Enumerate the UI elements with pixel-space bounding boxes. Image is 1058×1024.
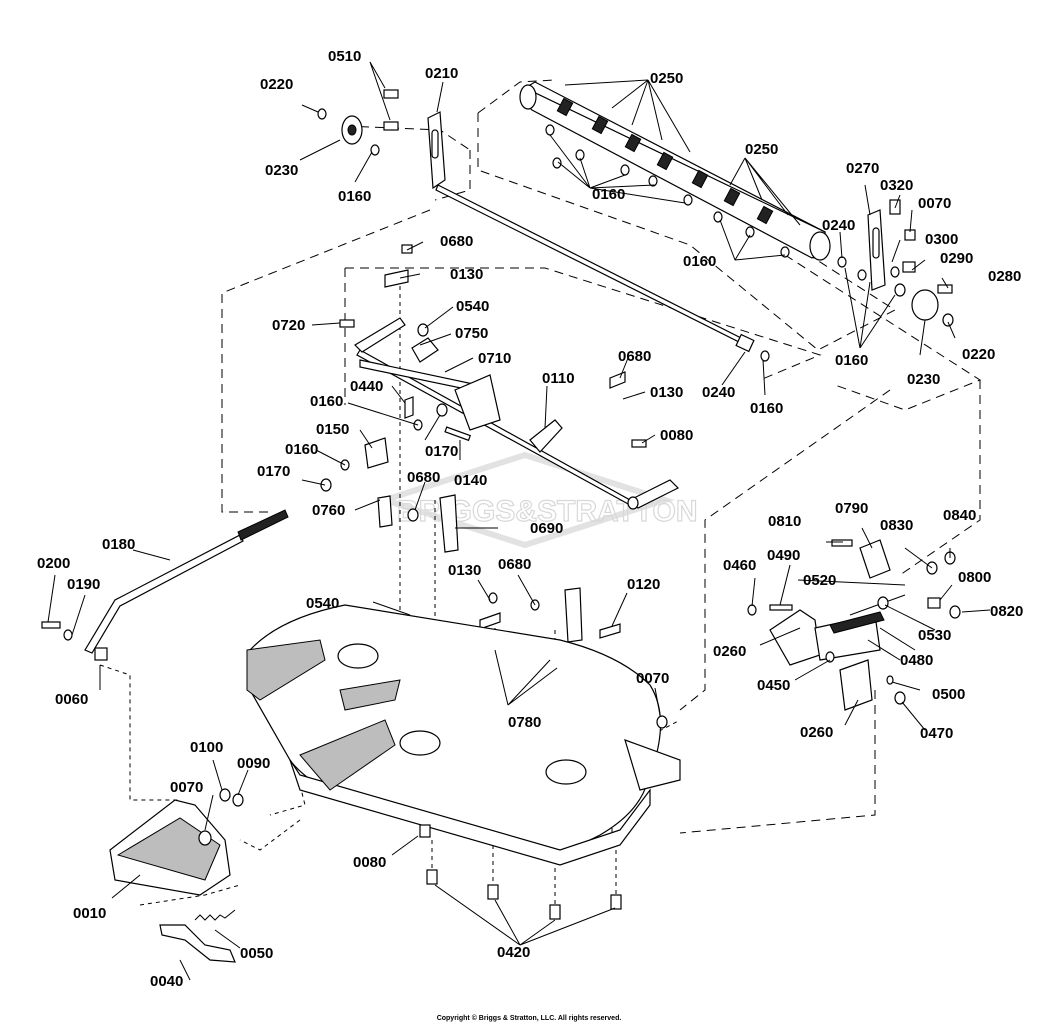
callout-0480: 0480	[900, 652, 933, 669]
callout-0150: 0150	[316, 421, 349, 438]
callout-0760: 0760	[312, 502, 345, 519]
callout-0180: 0180	[102, 536, 135, 553]
callout-0070: 0070	[636, 670, 669, 687]
callout-0530: 0530	[918, 627, 951, 644]
callout-0540: 0540	[456, 298, 489, 315]
callout-0790: 0790	[835, 500, 868, 517]
callout-0320: 0320	[880, 177, 913, 194]
callout-0450: 0450	[757, 677, 790, 694]
spring-and-pin	[159, 909, 236, 963]
callout-0160: 0160	[310, 393, 343, 410]
callout-0680: 0680	[440, 233, 473, 250]
left-roller-bracket	[317, 89, 446, 190]
callout-0810: 0810	[768, 513, 801, 530]
callout-0830: 0830	[880, 517, 913, 534]
front-roller	[519, 81, 831, 261]
callout-0220: 0220	[962, 346, 995, 363]
callout-0140: 0140	[454, 472, 487, 489]
callout-0680: 0680	[618, 348, 651, 365]
callout-0160: 0160	[592, 186, 625, 203]
lift-linkage	[339, 244, 680, 510]
callout-0500: 0500	[932, 686, 965, 703]
callout-0270: 0270	[846, 160, 879, 177]
callout-0680: 0680	[498, 556, 531, 573]
callout-0300: 0300	[925, 231, 958, 248]
callout-0520: 0520	[803, 572, 836, 589]
callout-0680: 0680	[407, 469, 440, 486]
callout-0160: 0160	[835, 352, 868, 369]
callout-0440: 0440	[350, 378, 383, 395]
callout-0460: 0460	[723, 557, 756, 574]
front-hitch-bracket	[109, 788, 244, 896]
copyright-notice: Copyright © Briggs & Stratton, LLC. All …	[437, 1014, 622, 1022]
callout-0250: 0250	[745, 141, 778, 158]
callout-0200: 0200	[37, 555, 70, 572]
deck-bolts	[426, 869, 622, 920]
callout-0080: 0080	[660, 427, 693, 444]
callout-0220: 0220	[260, 76, 293, 93]
callout-0070: 0070	[170, 779, 203, 796]
callout-0800: 0800	[958, 569, 991, 586]
callout-0780: 0780	[508, 714, 541, 731]
callout-0510: 0510	[328, 48, 361, 65]
callout-0110: 0110	[542, 370, 575, 387]
callout-0160: 0160	[683, 253, 716, 270]
callout-0820: 0820	[990, 603, 1023, 620]
callout-0710: 0710	[478, 350, 511, 367]
callout-0160: 0160	[338, 188, 371, 205]
callout-0170: 0170	[257, 463, 290, 480]
callout-0190: 0190	[67, 576, 100, 593]
actuator-assembly	[656, 539, 961, 729]
callout-0260: 0260	[800, 724, 833, 741]
callout-0070: 0070	[918, 195, 951, 212]
callout-0050: 0050	[240, 945, 273, 962]
callout-0130: 0130	[450, 266, 483, 283]
callout-0170: 0170	[425, 443, 458, 460]
callout-0490: 0490	[767, 547, 800, 564]
callout-0290: 0290	[940, 250, 973, 267]
callout-0750: 0750	[455, 325, 488, 342]
callout-0690: 0690	[530, 520, 563, 537]
callout-0130: 0130	[448, 562, 481, 579]
callout-0230: 0230	[907, 371, 940, 388]
callout-0100: 0100	[190, 739, 223, 756]
callout-0130: 0130	[650, 384, 683, 401]
callout-0250: 0250	[650, 70, 683, 87]
callout-0090: 0090	[237, 755, 270, 772]
callout-0280: 0280	[988, 268, 1021, 285]
callout-0720: 0720	[272, 317, 305, 334]
callout-0210: 0210	[425, 65, 458, 82]
callout-0470: 0470	[920, 725, 953, 742]
callout-0160: 0160	[285, 441, 318, 458]
callout-labels: 0510 0210 0220 0230 0160 0250 0250 0160 …	[37, 48, 1023, 990]
callout-0240: 0240	[822, 217, 855, 234]
callout-0240: 0240	[702, 384, 735, 401]
roller-shaft	[435, 184, 770, 362]
callout-0840: 0840	[943, 507, 976, 524]
callout-0010: 0010	[73, 905, 106, 922]
callout-0040: 0040	[150, 973, 183, 990]
callout-0420: 0420	[497, 944, 530, 961]
mower-deck	[246, 604, 681, 866]
callout-0540: 0540	[306, 595, 339, 612]
callout-0120: 0120	[627, 576, 660, 593]
callout-0060: 0060	[55, 691, 88, 708]
callout-0080: 0080	[353, 854, 386, 871]
callout-0230: 0230	[265, 162, 298, 179]
callout-0160: 0160	[750, 400, 783, 417]
leader-lines	[47, 61, 991, 981]
callout-0260: 0260	[713, 643, 746, 660]
lift-arm	[41, 371, 647, 661]
